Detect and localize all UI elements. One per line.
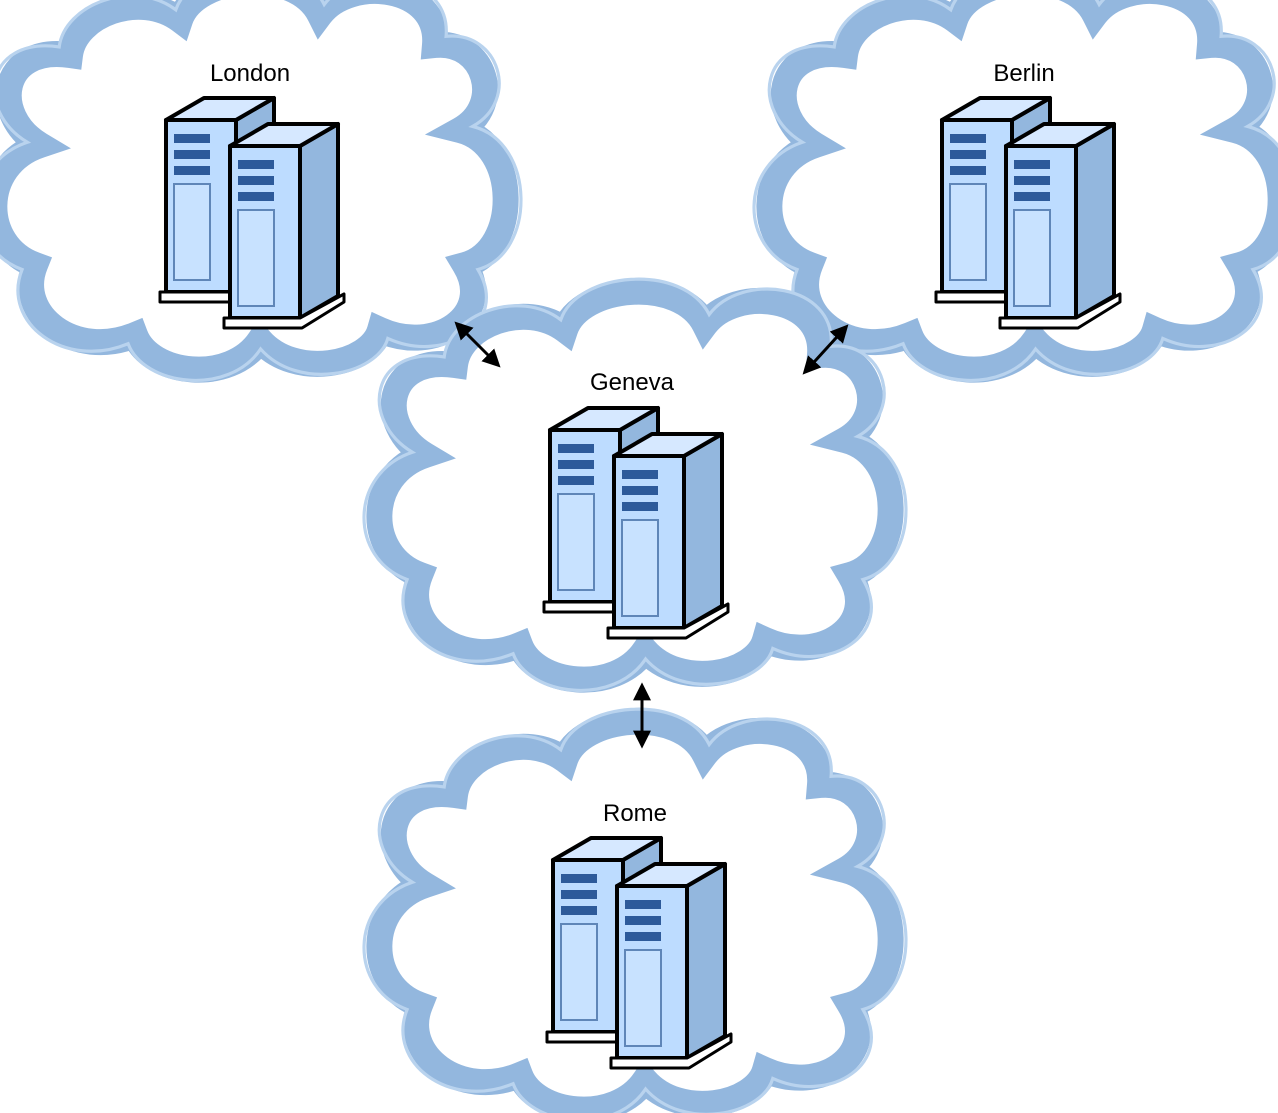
label-berlin: Berlin [993,60,1054,87]
server-cluster-icon [936,98,1120,328]
link-berlin-geneva-arrow [802,324,849,375]
server-cluster-icon [544,408,728,638]
label-rome: Rome [603,800,667,827]
label-london: London [210,60,290,87]
label-geneva: Geneva [590,369,675,396]
link-london-geneva-arrow [454,321,501,368]
server-cluster-icon [160,98,344,328]
server-cluster-icon [547,838,731,1068]
